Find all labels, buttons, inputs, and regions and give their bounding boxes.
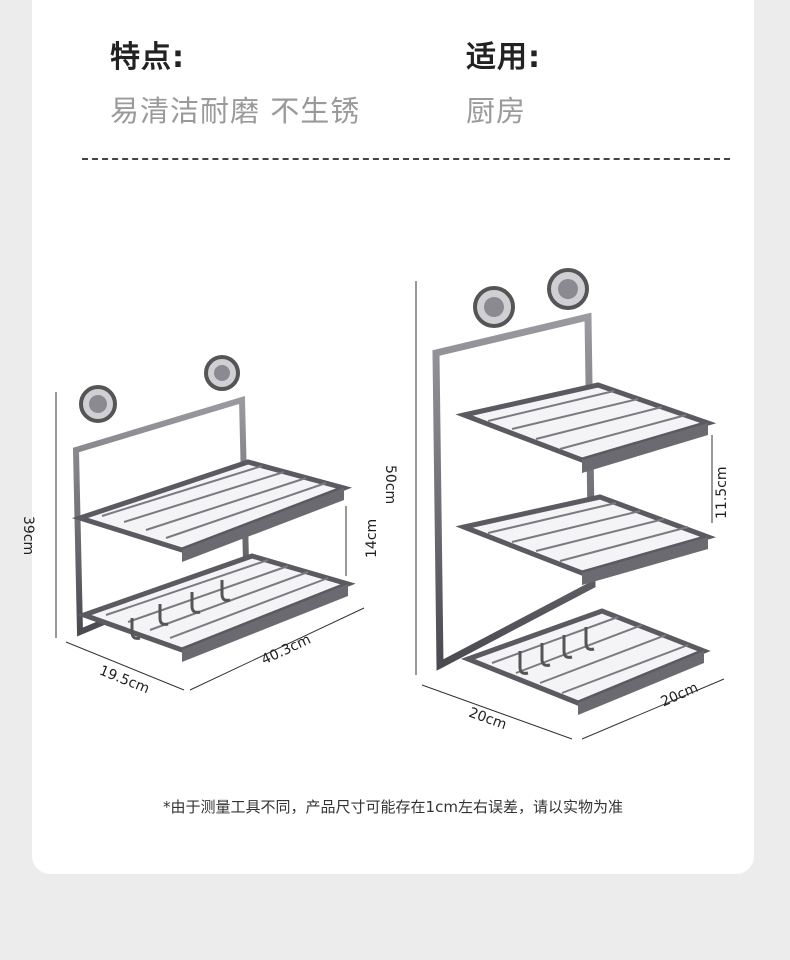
rack-small-figure: 39cm 19.5cm 40.3cm 14cm (20, 340, 402, 710)
rack-large-height-label: 50cm (382, 465, 398, 505)
rack-large-gap-label: 11.5cm (714, 466, 730, 519)
use-label: 适用: (466, 40, 541, 75)
use-value: 厨房 (466, 94, 527, 128)
trait-value: 易清洁耐磨 不生锈 (110, 94, 361, 128)
dashed-divider (82, 158, 730, 160)
feature-trait: 特点: 易清洁耐磨 不生锈 (110, 32, 360, 130)
rack-small-height-label: 39cm (20, 516, 36, 556)
rack-small-gap-label: 14cm (364, 518, 380, 558)
product-card: 特点: 易清洁耐磨 不生锈 适用: 厨房 (20, 0, 754, 874)
rack-large-illustration (415, 268, 725, 740)
footnote: *由于测量工具不同，产品尺寸可能存在1cm左右误差，请以实物为准 (163, 798, 623, 816)
trait-label: 特点: (110, 40, 185, 75)
feature-use: 适用: 厨房 (466, 32, 541, 130)
rack-small-illustration (55, 355, 365, 691)
rack-large-figure: 50cm 20cm 20cm 11.5cm (382, 255, 742, 745)
